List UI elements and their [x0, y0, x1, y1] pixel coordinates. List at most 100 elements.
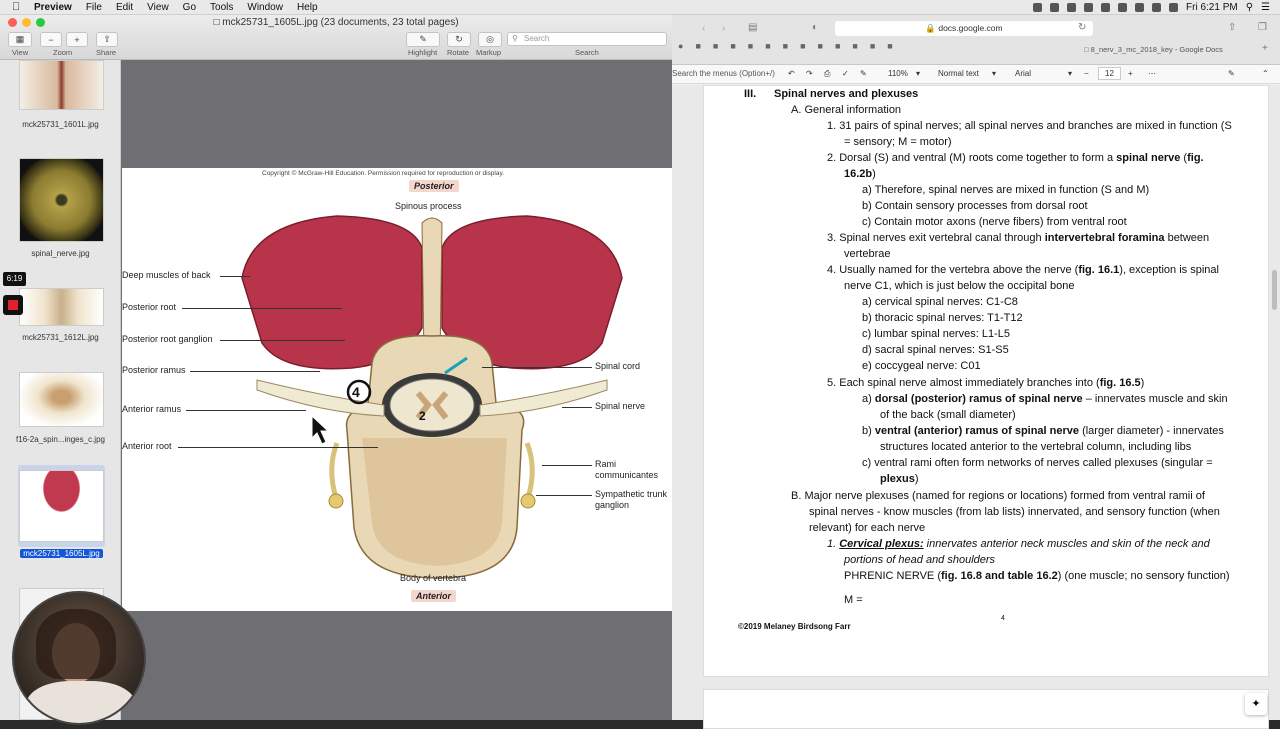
- style-select[interactable]: Normal text: [938, 69, 979, 78]
- zoom-in-button[interactable]: +: [66, 32, 88, 47]
- tabs-icon[interactable]: ❐: [1258, 22, 1267, 33]
- scrollbar-thumb[interactable]: [1272, 270, 1277, 310]
- thumbnail-label[interactable]: mck25731_1601L.jpg: [22, 120, 99, 129]
- font-size-input[interactable]: 12: [1098, 67, 1121, 80]
- thumbnail-image[interactable]: [19, 60, 104, 110]
- forward-icon[interactable]: ›: [722, 23, 726, 34]
- editing-mode-icon[interactable]: ✎: [1228, 69, 1235, 78]
- label-spinal-nerve: Spinal nerve: [595, 401, 646, 411]
- bookmark-icon[interactable]: ■: [712, 41, 719, 51]
- label-posterior-root-ganglion: Posterior root ganglion: [122, 334, 213, 344]
- sidebar-view-button[interactable]: ▦: [8, 32, 32, 47]
- zoom-select[interactable]: 110%: [888, 69, 908, 78]
- bookmark-icon[interactable]: ■: [765, 41, 771, 51]
- status-icon[interactable]: [1084, 3, 1094, 12]
- text-run: ) (one muscle; no sensory function): [1057, 570, 1230, 582]
- address-bar[interactable]: 🔒 docs.google.com: [835, 21, 1093, 36]
- thumbnail-label[interactable]: mck25731_1612L.jpg: [22, 333, 99, 342]
- menu-tools[interactable]: Tools: [210, 1, 234, 13]
- figure-page: Copyright © McGraw-Hill Education. Permi…: [122, 168, 672, 611]
- search-menus-input[interactable]: Search the menus (Option+/): [672, 69, 775, 78]
- recording-timer: 6:19: [3, 272, 26, 286]
- search-input[interactable]: Search: [507, 32, 667, 46]
- share-page-icon[interactable]: ⇧: [1228, 22, 1237, 33]
- menu-edit[interactable]: Edit: [115, 1, 134, 13]
- text-run: a): [862, 393, 875, 405]
- bookmark-icon[interactable]: ■: [800, 41, 806, 51]
- menu-app[interactable]: Preview: [34, 1, 72, 13]
- bookmark-icon[interactable]: ■: [747, 41, 754, 51]
- paint-format-icon[interactable]: ✎: [860, 69, 867, 78]
- font-size-decrease-icon[interactable]: −: [1084, 69, 1089, 78]
- font-size-increase-icon[interactable]: +: [1128, 69, 1133, 78]
- bookmark-icon[interactable]: ■: [817, 41, 823, 51]
- label-posterior-ramus: Posterior ramus: [122, 365, 186, 375]
- text-run: 16.2b: [844, 168, 873, 180]
- document-page[interactable]: III. Spinal nerves and plexuses A. Gener…: [703, 85, 1269, 677]
- notification-icon[interactable]: ☰: [1261, 2, 1270, 13]
- sidebar-toggle-icon[interactable]: ▤: [748, 22, 758, 33]
- label-spinal-cord: Spinal cord: [595, 361, 641, 371]
- status-icon[interactable]: [1050, 3, 1060, 12]
- zoom-window-button[interactable]: [36, 18, 45, 27]
- print-icon[interactable]: ⎙: [824, 69, 831, 78]
- menu-window[interactable]: Window: [247, 1, 283, 13]
- battery-icon[interactable]: [1169, 3, 1179, 12]
- thumbnail-image[interactable]: [19, 158, 104, 242]
- menu-view[interactable]: View: [147, 1, 169, 13]
- sidebar-icon: ▦: [15, 34, 25, 44]
- status-icon[interactable]: [1118, 3, 1128, 12]
- share-button[interactable]: ⇧: [96, 32, 118, 47]
- thumbnail-label[interactable]: f16-2a_spin...inges_c.jpg: [16, 435, 105, 444]
- bookmark-icon[interactable]: ■: [887, 41, 893, 51]
- bookmark-icon[interactable]: ■: [782, 41, 789, 51]
- close-button[interactable]: [8, 18, 17, 27]
- rotate-button[interactable]: ↻: [447, 32, 471, 47]
- redo-icon[interactable]: ↷: [806, 69, 813, 78]
- status-icon[interactable]: [1033, 3, 1043, 12]
- spotlight-icon[interactable]: ⚲: [1245, 2, 1254, 13]
- bookmark-icon[interactable]: ●: [678, 41, 684, 51]
- highlight-button[interactable]: ✎: [406, 32, 440, 47]
- doc-line: b) thoracic spinal nerves: T1-T12: [862, 312, 1023, 324]
- menu-go[interactable]: Go: [182, 1, 197, 13]
- privacy-icon[interactable]: ◐: [812, 22, 819, 33]
- undo-icon[interactable]: ↶: [788, 69, 795, 78]
- markup-button[interactable]: ◎: [478, 32, 502, 47]
- thumbnail-image[interactable]: [19, 288, 104, 326]
- bookmark-icon[interactable]: ■: [852, 41, 858, 51]
- record-stop-button[interactable]: [3, 295, 23, 315]
- thumbnail-label-selected[interactable]: mck25731_1605L.jpg: [20, 549, 103, 558]
- menu-file[interactable]: File: [85, 1, 102, 13]
- new-tab-icon[interactable]: +: [1262, 43, 1268, 54]
- more-icon[interactable]: ⋯: [1148, 69, 1156, 78]
- explore-button[interactable]: ✦: [1245, 693, 1267, 715]
- collapse-icon[interactable]: ⌃: [1262, 69, 1269, 78]
- thumbnail-label[interactable]: spinal_nerve.jpg: [31, 249, 90, 258]
- doc-line: a) cervical spinal nerves: C1-C8: [862, 296, 1018, 308]
- active-tab[interactable]: □ 8_nerv_3_mc_2018_key - Google Docs: [1084, 45, 1223, 54]
- menu-help[interactable]: Help: [296, 1, 318, 13]
- spellcheck-icon[interactable]: ✓: [842, 69, 849, 78]
- reload-icon[interactable]: ↻: [1078, 22, 1087, 33]
- back-icon[interactable]: ‹: [702, 23, 706, 34]
- status-icon[interactable]: [1101, 3, 1111, 12]
- bookmark-icon[interactable]: ■: [834, 41, 841, 51]
- bookmark-icon[interactable]: ■: [695, 41, 701, 51]
- thumbnail-image[interactable]: [19, 372, 104, 427]
- bookmark-icon[interactable]: ■: [730, 41, 736, 51]
- clock[interactable]: Fri 6:21 PM: [1186, 2, 1238, 13]
- text-run: plexus: [880, 473, 915, 485]
- minimize-button[interactable]: [22, 18, 31, 27]
- volume-icon[interactable]: [1152, 3, 1162, 12]
- text-run: fig. 16.1: [1078, 264, 1120, 276]
- status-icon[interactable]: [1067, 3, 1077, 12]
- thumbnail-image[interactable]: [19, 470, 104, 542]
- font-select[interactable]: Arial: [1015, 69, 1032, 78]
- browser-chrome: ‹ › ▤ ◐ 🔒 docs.google.com ↻ ⇧ ❐ ● ■ ■ ■ ■ ■ ■ ■…: [672, 15, 1280, 65]
- apple-icon[interactable]: : [12, 1, 24, 13]
- wifi-icon[interactable]: [1135, 3, 1145, 12]
- zoom-out-button[interactable]: −: [40, 32, 62, 47]
- bookmark-icon[interactable]: ■: [869, 41, 876, 51]
- document-page-next[interactable]: [703, 689, 1269, 729]
